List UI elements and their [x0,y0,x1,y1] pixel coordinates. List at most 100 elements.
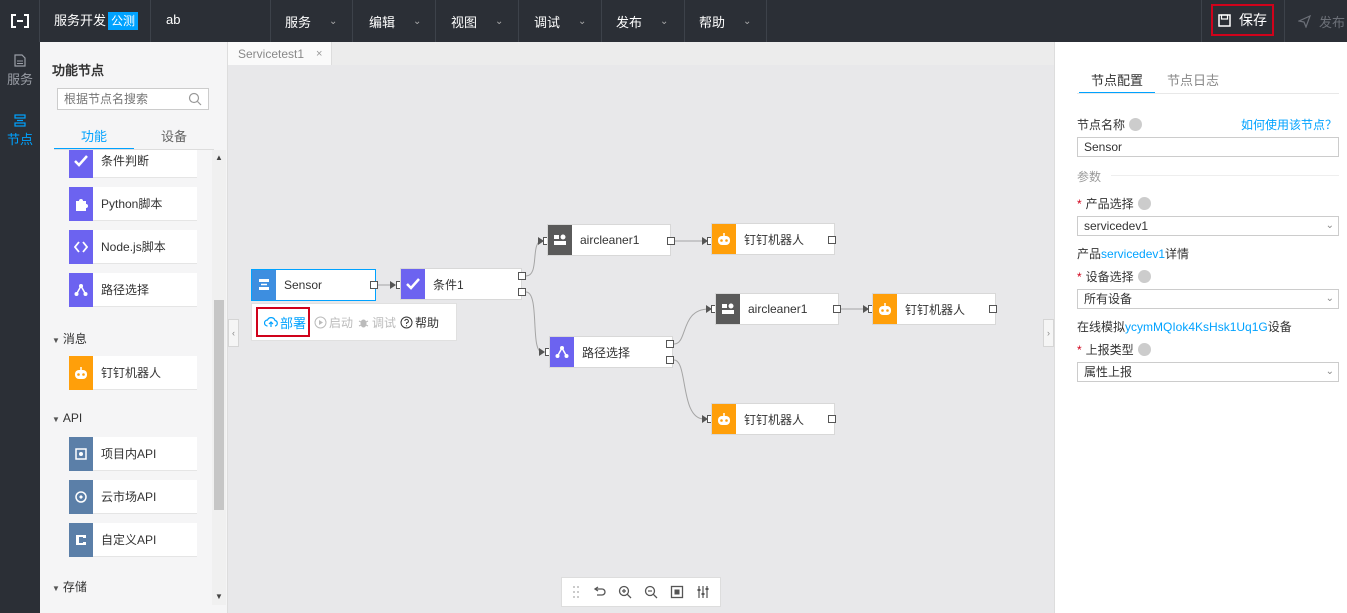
close-icon[interactable]: × [316,47,323,60]
device-detail-link[interactable]: ycymMQIok4KsHsk1Uq1G [1125,320,1268,334]
help-icon[interactable] [1129,118,1143,131]
collapse-left-icon[interactable]: ‹ [228,319,239,347]
fit-view-icon[interactable] [670,585,684,599]
help-icon[interactable] [1137,343,1151,356]
node-search-input[interactable] [58,89,178,109]
node-card-project-api[interactable]: 项目内API [69,436,197,471]
output-port[interactable] [370,281,378,289]
product-select[interactable]: servicedev1⌄ [1077,216,1339,236]
scroll-up-icon[interactable]: ▲ [215,153,223,162]
menu-help[interactable]: 帮助⌄ [699,0,751,42]
node-card-condition[interactable]: 条件判断 [69,150,197,178]
zoom-out-icon[interactable] [644,585,658,599]
category-api[interactable]: ▼API [52,411,82,425]
output-port[interactable] [666,340,674,348]
output-port[interactable] [666,356,674,364]
arrow-icon [538,237,544,245]
flow-node-label: 钉钉机器人 [744,412,805,427]
node-card-route[interactable]: 路径选择 [69,272,197,307]
publish-button[interactable]: 发布 [1298,0,1345,42]
rail-label: 节点 [6,132,33,147]
flow-node-aircleaner-b[interactable]: aircleaner1 [715,293,839,325]
drag-handle-icon[interactable] [572,585,580,599]
layout-settings-icon[interactable] [696,585,710,599]
help-label: 帮助 [415,315,440,330]
start-button[interactable]: 启动 [314,314,353,331]
output-port[interactable] [833,305,841,313]
node-card-label: 条件判断 [101,154,150,168]
detail-prefix: 产品 [1077,247,1102,261]
robot-icon [873,294,897,324]
field-label: 节点名称 [1077,118,1126,132]
output-port[interactable] [518,272,526,280]
node-search-box [57,88,209,110]
help-icon[interactable] [1137,270,1151,283]
menu-label: 服务 [285,14,312,30]
how-to-link[interactable]: 如何使用该节点？ [1240,118,1337,132]
zoom-in-icon[interactable] [618,585,632,599]
aliyun-logo-icon[interactable] [0,0,40,42]
device-select[interactable]: 所有设备⌄ [1077,289,1339,309]
project-name[interactable]: ab [166,12,181,27]
params-section-title: 参数 [1077,170,1102,184]
scroll-down-icon[interactable]: ▼ [215,592,223,601]
divider [270,0,271,42]
flow-node-dingtalk-b[interactable]: 钉钉机器人 [872,293,996,325]
tab-servicetest1[interactable]: Servicetest1 × [228,42,332,65]
output-port[interactable] [989,305,997,313]
output-port[interactable] [667,237,675,245]
category-label: 存储 [62,580,87,594]
document-icon [14,54,26,67]
chevron-down-icon: ⌄ [1325,293,1334,304]
menu-view[interactable]: 视图⌄ [451,0,503,42]
output-port[interactable] [518,288,526,296]
flow-node-dingtalk-c[interactable]: 钉钉机器人 [711,403,835,435]
chevron-down-icon: ⌄ [743,15,752,27]
category-message[interactable]: ▼消息 [52,330,87,347]
report-type-select[interactable]: 属性上报⌄ [1077,362,1339,382]
flow-node-condition[interactable]: 条件1 [400,268,522,300]
flow-node-dingtalk-a[interactable]: 钉钉机器人 [711,223,835,255]
device-detail-text: 在线模拟ycymMQIok4KsHsk1Uq1G设备 [1077,318,1292,335]
help-button[interactable]: 帮助 [400,314,439,331]
node-name-input[interactable]: Sensor [1077,137,1339,157]
category-storage[interactable]: ▼存储 [52,578,87,595]
node-action-popup: 部署 启动 调试 帮助 [251,303,457,341]
tab-device[interactable]: 设备 [160,129,187,144]
save-label: 保存 [1239,12,1267,28]
flow-node-route[interactable]: 路径选择 [549,336,673,368]
rail-item-nodes[interactable]: 节点 [0,114,40,148]
node-card-custom-api[interactable]: 自定义API [69,522,197,557]
flow-node-sensor[interactable]: Sensor [251,269,376,301]
chevron-down-icon: ⌄ [495,15,504,27]
debug-button[interactable]: 调试 [357,314,396,331]
tab-node-log[interactable]: 节点日志 [1167,73,1220,88]
cloud-upload-icon [264,317,278,327]
scroll-thumb[interactable] [214,300,224,510]
deploy-button[interactable]: 部署 [256,307,311,337]
collapse-right-icon[interactable]: › [1043,319,1054,347]
node-card-market-api[interactable]: 云市场API [69,479,197,514]
output-port[interactable] [828,236,836,244]
menu-service[interactable]: 服务⌄ [285,0,337,42]
start-label: 启动 [329,315,354,330]
node-icon [14,114,26,127]
node-card-dingtalk[interactable]: 钉钉机器人 [69,355,197,390]
product-detail-link[interactable]: servicedev1 [1101,247,1166,261]
menu-publish[interactable]: 发布⌄ [616,0,668,42]
help-icon[interactable] [1137,197,1151,210]
panel-scrollbar[interactable]: ▲ ▼ [212,150,226,605]
flow-node-aircleaner-a[interactable]: aircleaner1 [547,224,671,256]
node-card-nodejs[interactable]: Node.js脚本 [69,229,197,264]
select-value: servicedev1 [1084,219,1149,233]
search-icon[interactable] [188,92,202,106]
tab-node-config[interactable]: 节点配置 [1079,70,1155,94]
rail-item-service[interactable]: 服务 [0,54,40,88]
output-port[interactable] [828,415,836,423]
save-button[interactable]: 保存 [1211,4,1274,36]
undo-icon[interactable] [592,586,606,598]
menu-debug[interactable]: 调试⌄ [534,0,586,42]
menu-edit[interactable]: 编辑⌄ [369,0,421,42]
node-card-python[interactable]: Python脚本 [69,186,197,221]
field-label: 上报类型 [1085,343,1134,357]
